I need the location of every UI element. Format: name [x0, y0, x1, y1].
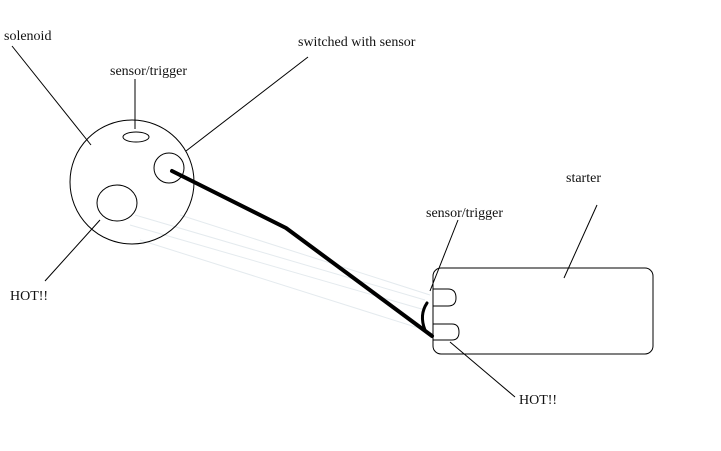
label-starter: starter: [566, 171, 601, 186]
label-switched-with-sensor: switched with sensor: [298, 35, 416, 50]
label-solenoid: solenoid: [4, 29, 51, 44]
solenoid-hot-terminal: [96, 184, 138, 222]
solenoid-switched-terminal: [153, 152, 185, 184]
label-sensor-trigger-top: sensor/trigger: [110, 64, 187, 79]
label-sensor-trigger-right: sensor/trigger: [426, 206, 503, 221]
label-hot-right: HOT!!: [519, 393, 557, 408]
starter-body: [432, 267, 654, 355]
label-hot-left: HOT!!: [10, 289, 48, 304]
faint-ghost-lines: [129, 214, 431, 331]
leader-lines: [11, 45, 598, 398]
starter-hot-terminal: [433, 323, 460, 341]
starter-sensor-terminal: [433, 288, 457, 307]
heavy-cable: [170, 169, 434, 338]
solenoid-sensor-terminal: [122, 131, 150, 143]
cable-hook: [420, 301, 429, 332]
